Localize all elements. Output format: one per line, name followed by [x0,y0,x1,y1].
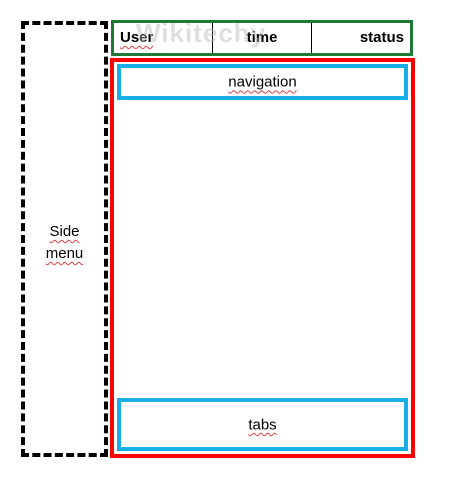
tabs-label: tabs [121,416,404,433]
header-status-label: status [359,29,404,46]
side-menu-label-line1: Side [49,223,80,240]
header-cell-user: User [114,23,212,53]
side-menu: Side menu [21,21,108,457]
header-cell-status: status [311,23,410,53]
header-time-label: time [246,29,278,46]
tabs-box: tabs [117,398,408,451]
navigation-label: navigation [121,74,404,91]
side-menu-label: Side menu [25,221,104,265]
tabs-label-text: tabs [248,416,277,433]
navigation-label-text: navigation [228,73,297,91]
side-menu-label-line2: menu [45,245,84,262]
header-cell-time: time [212,23,311,53]
navigation-box: navigation [117,64,408,100]
header-bar: User time status [111,20,413,56]
main-content-area [110,58,415,458]
header-user-label: User [120,29,154,46]
